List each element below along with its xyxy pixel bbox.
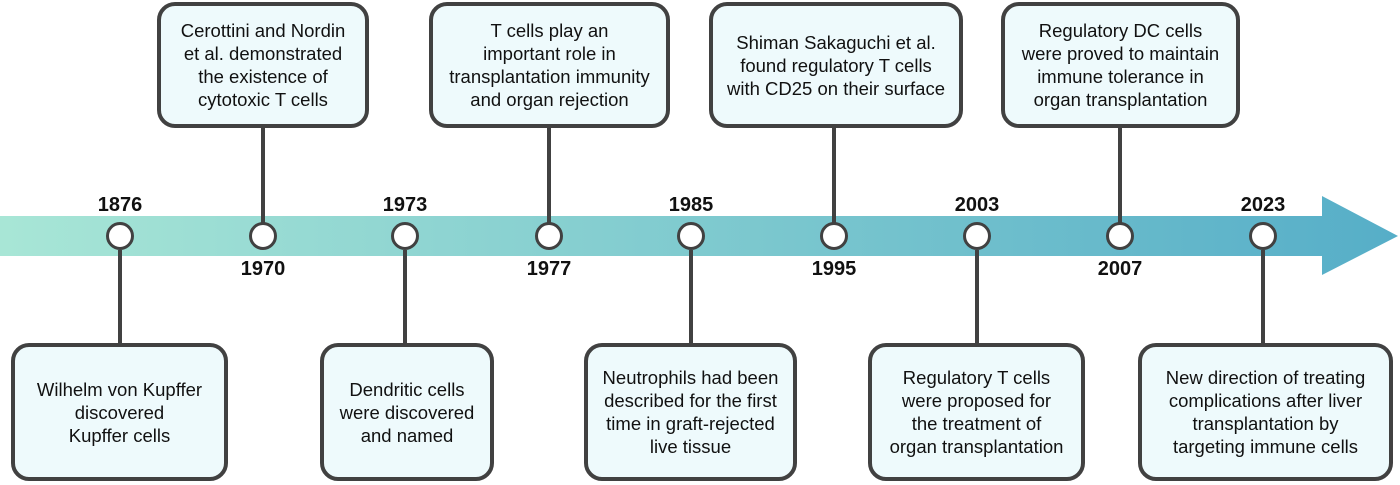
connector-2023 (1261, 250, 1265, 345)
year-label-1970: 1970 (240, 258, 286, 280)
connector-1977 (547, 126, 551, 224)
event-box-1970: Cerottini and Nordin et al. demonstrated… (157, 2, 369, 128)
event-box-1985: Neutrophils had been described for the f… (584, 343, 797, 481)
connector-1985 (689, 250, 693, 345)
connector-1995 (832, 126, 836, 224)
year-label-1973: 1973 (382, 194, 428, 216)
timeline-node-1973 (391, 222, 419, 250)
year-label-2007: 2007 (1097, 258, 1143, 280)
event-box-1977: T cells play an important role in transp… (429, 2, 670, 128)
connector-2003 (975, 250, 979, 345)
event-box-1876: Wilhelm von Kupffer discovered Kupffer c… (11, 343, 228, 481)
timeline-node-1970 (249, 222, 277, 250)
timeline-node-2023 (1249, 222, 1277, 250)
event-box-2007: Regulatory DC cells were proved to maint… (1001, 2, 1240, 128)
timeline-node-1995 (820, 222, 848, 250)
year-label-1995: 1995 (811, 258, 857, 280)
connector-1973 (403, 250, 407, 345)
connector-2007 (1118, 126, 1122, 224)
timeline-node-1985 (677, 222, 705, 250)
event-box-2003: Regulatory T cells were proposed for the… (868, 343, 1085, 481)
connector-1876 (118, 250, 122, 345)
connector-1970 (261, 126, 265, 224)
timeline-node-1977 (535, 222, 563, 250)
timeline-node-2007 (1106, 222, 1134, 250)
year-label-1876: 1876 (97, 194, 143, 216)
event-box-2023: New direction of treating complications … (1138, 343, 1393, 481)
event-box-1995: Shiman Sakaguchi et al. found regulatory… (709, 2, 963, 128)
year-label-1985: 1985 (668, 194, 714, 216)
timeline-node-1876 (106, 222, 134, 250)
year-label-2023: 2023 (1240, 194, 1286, 216)
timeline-node-2003 (963, 222, 991, 250)
year-label-1977: 1977 (526, 258, 572, 280)
year-label-2003: 2003 (954, 194, 1000, 216)
event-box-1973: Dendritic cells were discovered and name… (320, 343, 494, 481)
